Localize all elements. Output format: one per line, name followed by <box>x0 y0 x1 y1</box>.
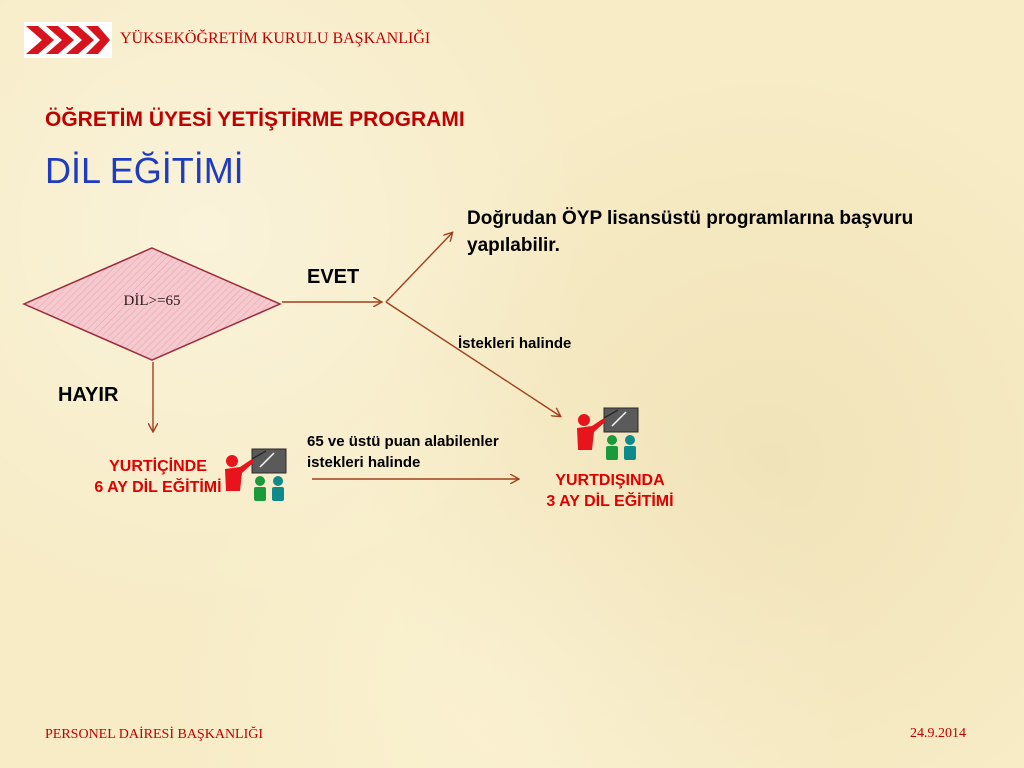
domestic-line2: 6 AY DİL EĞİTİMİ <box>94 479 222 496</box>
arrow-to-abroad <box>385 301 560 416</box>
footer-date: 24.9.2014 <box>910 726 966 741</box>
direct-result-text: Doğrudan ÖYP lisansüstü programlarına ba… <box>467 208 914 256</box>
no-label: HAYIR <box>58 384 119 406</box>
yes-label: EVET <box>307 266 360 288</box>
slide-subtitle: ÖĞRETİM ÜYESİ YETİŞTİRME PROGRAMI <box>45 108 465 131</box>
domestic-line1: YURTİÇİNDE <box>109 458 207 475</box>
footer-department: PERSONEL DAİRESİ BAŞKANLIĞI <box>45 727 264 742</box>
abroad-line1: YURTDIŞINDA <box>555 472 665 489</box>
on-request-label: İstekleri halinde <box>458 335 572 352</box>
abroad-line2: 3 AY DİL EĞİTİMİ <box>546 493 674 510</box>
slide-title: DİL EĞİTİMİ <box>45 150 244 191</box>
score-condition-label: 65 ve üstü puan alabilenler istekleri ha… <box>307 433 499 471</box>
domestic-training-box: YURTİÇİNDE 6 AY DİL EĞİTİMİ <box>58 456 258 498</box>
teacher-classroom-icon <box>225 448 287 501</box>
yok-logo-icon <box>24 22 112 58</box>
decision-label: DİL>=65 <box>123 293 181 309</box>
abroad-training-box: YURTDIŞINDA 3 AY DİL EĞİTİMİ <box>520 470 700 512</box>
decision-diamond <box>22 247 282 361</box>
org-name: YÜKSEKÖĞRETİM KURULU BAŞKANLIĞI <box>120 30 431 47</box>
arrow-to-direct <box>385 233 452 303</box>
teacher-classroom-icon <box>577 407 639 460</box>
